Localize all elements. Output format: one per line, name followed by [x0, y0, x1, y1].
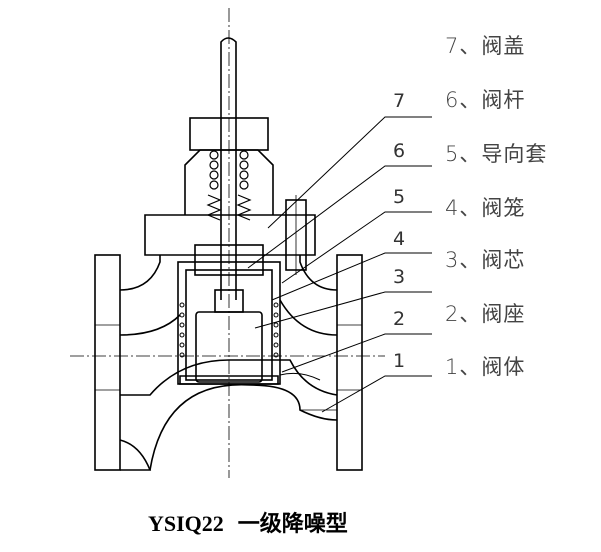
valve-stem: [220, 37, 237, 300]
part-label-bonnet: 7、阀盖: [445, 34, 526, 58]
valve-seat: [179, 375, 279, 385]
part-label-cage: 4、阀笼: [445, 196, 526, 220]
left-flange: [94, 254, 121, 471]
part-label-seat: 2、阀座: [445, 302, 526, 326]
model-name: YSIQ22: [148, 511, 224, 536]
guide-sleeve: [194, 244, 264, 276]
part-label-guide-sleeve: 5、导向套: [445, 142, 548, 166]
valve-plug: [195, 289, 263, 383]
packing-spring: [206, 150, 252, 221]
part-label-stem: 6、阀杆: [445, 88, 526, 112]
callout-number-5: 5: [393, 186, 406, 208]
callout-number-2: 2: [393, 308, 406, 330]
valve-body: [119, 255, 338, 471]
callout-number-3: 3: [393, 266, 406, 288]
part-label-body: 1、阀体: [445, 355, 526, 379]
right-flange: [336, 254, 363, 471]
leader-lines: [247, 116, 432, 413]
callout-number-6: 6: [393, 140, 406, 162]
diagram-title: YSIQ22 一级降噪型: [148, 506, 362, 538]
part-label-plug: 3、阀芯: [445, 248, 526, 272]
callout-number-1: 1: [393, 350, 406, 372]
callout-number-7: 7: [393, 90, 406, 112]
bonnet: [144, 117, 316, 275]
callout-number-4: 4: [393, 228, 406, 250]
model-type: 一级降噪型: [237, 511, 348, 536]
